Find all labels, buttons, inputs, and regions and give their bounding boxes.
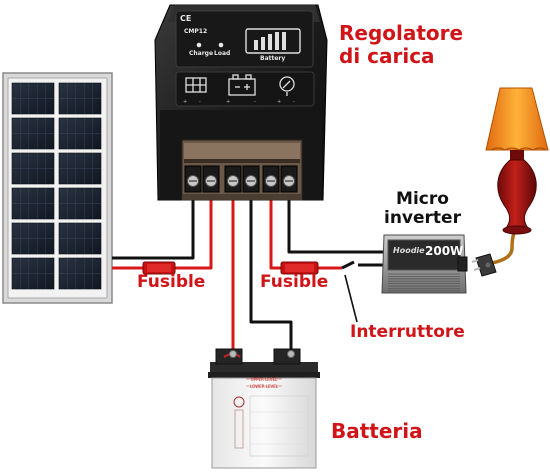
svg-text:+: +: [226, 99, 230, 105]
svg-text:UPPER LEVEL: UPPER LEVEL: [251, 377, 278, 382]
controller-model: CMP12: [184, 28, 208, 35]
fuse-right: [280, 261, 319, 275]
svg-text:LOWER LEVEL: LOWER LEVEL: [250, 384, 279, 389]
controller-charge-label: Charge: [189, 50, 214, 57]
regulator-label: Regolatore di carica: [339, 22, 463, 68]
micro-inverter-label-line1: Micro: [396, 189, 449, 209]
battery-label: Batteria: [331, 419, 423, 443]
inverter-brand: Hoodie: [393, 246, 425, 255]
table-lamp: [485, 87, 549, 235]
wiring: [112, 200, 384, 362]
solar-panel: [2, 72, 113, 304]
regulator-label-line2: di carica: [339, 44, 435, 68]
micro-inverter-label-line2: inverter: [384, 208, 461, 228]
controller-load-label: Load: [214, 50, 231, 57]
fuse-left: [142, 261, 176, 275]
svg-text:-: -: [199, 99, 201, 105]
battery: UPPER LEVEL LOWER LEVEL: [208, 348, 320, 469]
switch-pointer: [344, 274, 358, 323]
fuse-right-label: Fusible: [260, 272, 329, 292]
svg-text:+: +: [277, 99, 281, 105]
charge-controller: + - + - + -: [154, 4, 328, 201]
switch-label: Interruttore: [350, 322, 465, 342]
micro-inverter-label: Micro inverter: [384, 190, 461, 228]
inverter-power: 200W: [425, 244, 464, 258]
fuse-left-label: Fusible: [137, 272, 206, 292]
micro-inverter: [381, 234, 468, 294]
svg-text:-: -: [293, 99, 295, 105]
svg-text:-: -: [254, 99, 256, 105]
controller-ce-mark: CE: [180, 14, 192, 23]
regulator-label-line1: Regolatore: [339, 21, 464, 45]
svg-text:+: +: [183, 99, 187, 105]
controller-battery-label: Battery: [260, 55, 286, 62]
